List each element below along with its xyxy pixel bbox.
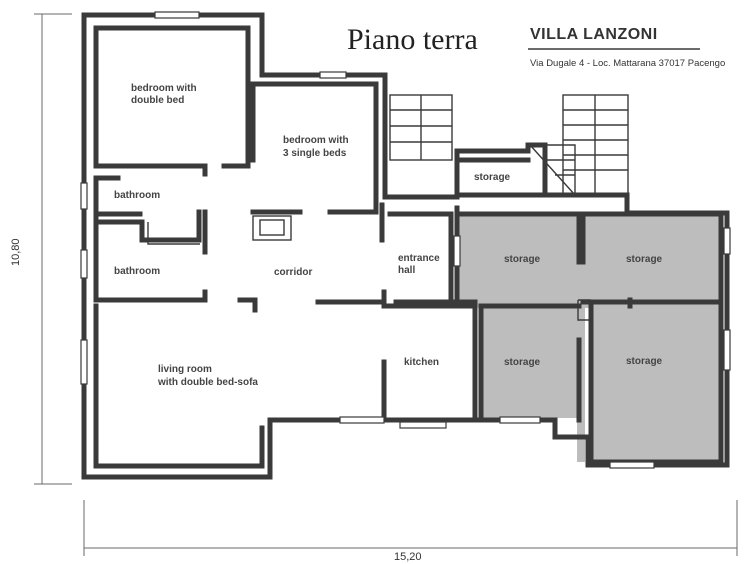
label-bedroom-double-1: bedroom with bbox=[131, 83, 197, 94]
label-kitchen: kitchen bbox=[404, 357, 439, 368]
width-label: 15,20 bbox=[394, 551, 422, 563]
staircase-left bbox=[389, 94, 453, 161]
room-labels: bedroom with double bed bedroom with 3 s… bbox=[114, 83, 663, 388]
label-entrance-1: entrance bbox=[398, 253, 440, 264]
label-entrance-2: hall bbox=[398, 265, 415, 276]
label-bedroom-single-1: bedroom with bbox=[283, 135, 349, 146]
villa-name: VILLA LANZONI bbox=[530, 26, 658, 43]
label-bedroom-single-2: 3 single beds bbox=[283, 148, 347, 159]
storage-shaded-area bbox=[457, 214, 721, 462]
plan-title: Piano terra bbox=[347, 23, 478, 56]
label-living-2: with double bed-sofa bbox=[157, 377, 258, 388]
staircase-right bbox=[529, 94, 629, 196]
windows bbox=[80, 11, 731, 469]
label-bedroom-double-2: double bed bbox=[131, 95, 184, 106]
height-dimension: 10,80 bbox=[10, 13, 72, 485]
label-storage-b: storage bbox=[626, 254, 663, 265]
label-storage-d: storage bbox=[626, 356, 663, 367]
label-storage-upper: storage bbox=[474, 172, 511, 183]
label-bathroom-top: bathroom bbox=[114, 190, 160, 201]
label-bathroom-bottom: bathroom bbox=[114, 266, 160, 277]
height-label: 10,80 bbox=[10, 238, 22, 266]
width-dimension: 15,20 bbox=[83, 500, 738, 563]
villa-address: Via Dugale 4 - Loc. Mattarana 37017 Pace… bbox=[530, 58, 725, 69]
interior-walls bbox=[93, 25, 724, 469]
label-storage-a: storage bbox=[504, 254, 541, 265]
label-corridor: corridor bbox=[274, 267, 312, 278]
exterior-walls bbox=[81, 12, 730, 480]
label-storage-c: storage bbox=[504, 357, 541, 368]
label-living-1: living room bbox=[158, 364, 212, 375]
